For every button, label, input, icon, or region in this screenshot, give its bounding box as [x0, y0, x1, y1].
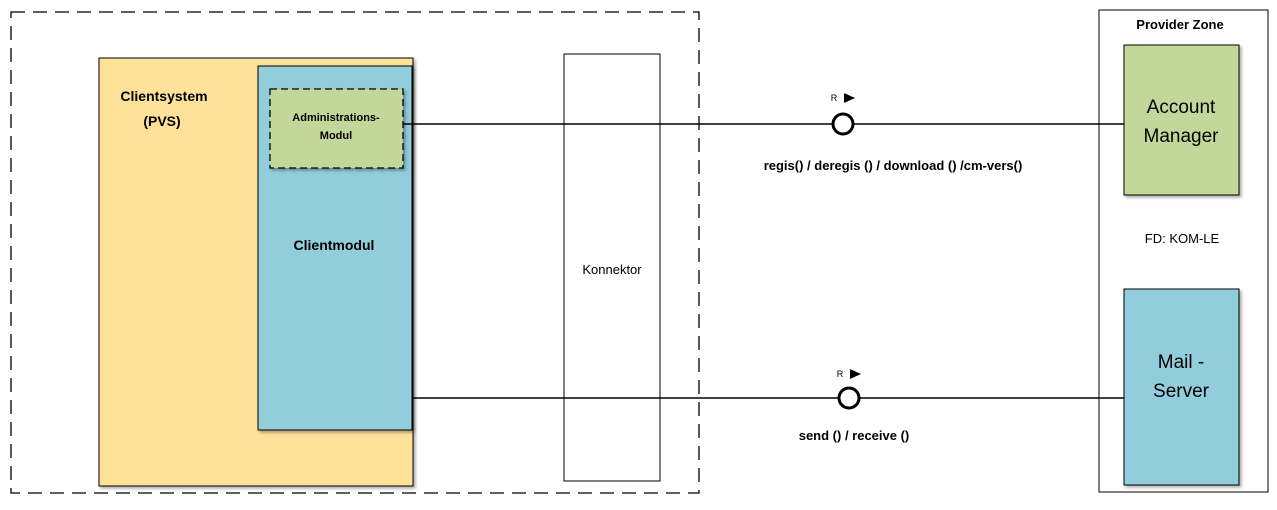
- mail-server-sublabel: Server: [1153, 381, 1210, 402]
- admin-operations-label: regis() / deregis () / download () /cm-v…: [764, 158, 1023, 173]
- client-zone-boundary: [10, 11, 700, 494]
- clientsystem-label: Clientsystem: [120, 88, 207, 104]
- mail-server-box: [1123, 288, 1240, 486]
- admin-role-marker: R: [831, 93, 838, 103]
- clientmodul-label: Clientmodul: [294, 237, 375, 253]
- mail-role-marker: R: [837, 369, 844, 379]
- provider-zone-title: Provider Zone: [1136, 17, 1223, 32]
- account-manager-label: Account: [1147, 97, 1216, 118]
- admin-interface-circle: [831, 112, 855, 136]
- provider-zone-box: [1098, 9, 1269, 493]
- mail-operations-label: send () / receive (): [799, 428, 910, 443]
- account-manager-box: [1123, 44, 1240, 196]
- fd-label: FD: KOM-LE: [1145, 231, 1220, 246]
- admin-module-sublabel: Modul: [320, 130, 352, 142]
- konnektor-label: Konnektor: [582, 262, 642, 277]
- mail-direction-arrow: [850, 369, 861, 379]
- admin-module-label: Administrations-: [292, 112, 380, 124]
- mail-interface-circle: [837, 386, 861, 410]
- admin-module-box: [269, 88, 404, 169]
- konnektor-box: [563, 53, 661, 482]
- clientsystem-sublabel: (PVS): [143, 113, 180, 129]
- admin-direction-arrow: [844, 93, 855, 103]
- account-manager-sublabel: Manager: [1144, 126, 1220, 147]
- mail-server-label: Mail -: [1158, 352, 1204, 373]
